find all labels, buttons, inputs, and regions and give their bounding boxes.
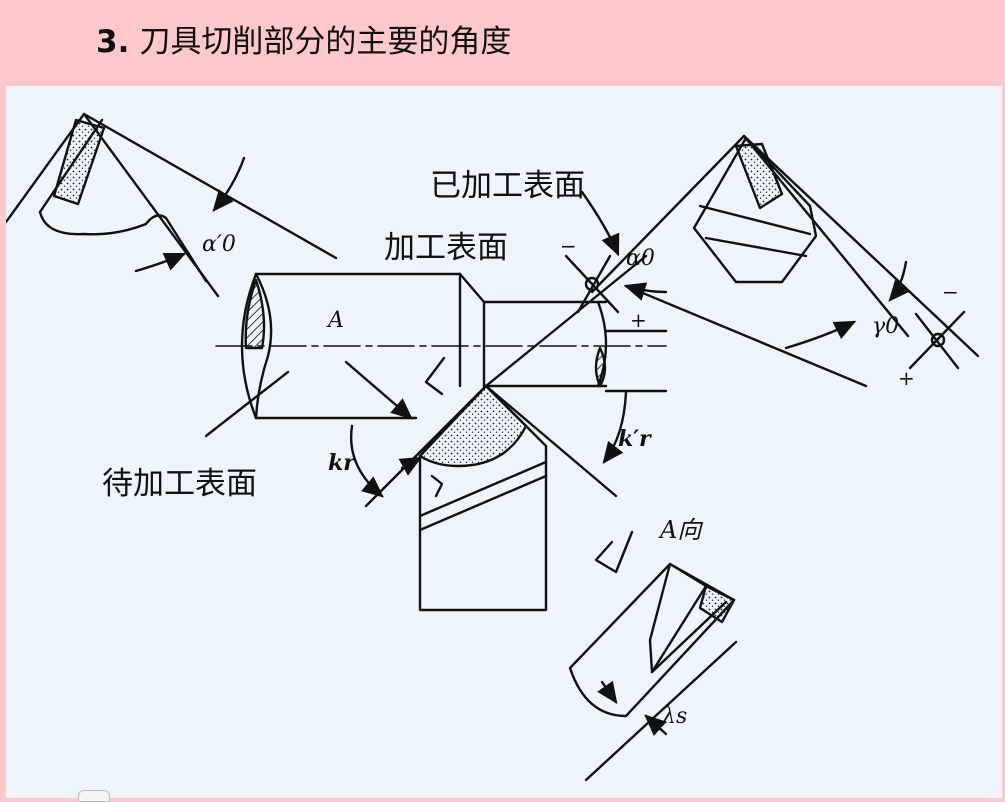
page-indicator-tab — [78, 790, 110, 802]
label-gamma0: γ0 — [872, 314, 900, 339]
tool-angle-diagram: 已加工表面 加工表面 待加工表面 A A向 α′0 α0 γ0 kr k′r λ… — [6, 86, 1002, 798]
cutting-tool — [350, 254, 648, 612]
label-view-a: A向 — [660, 516, 702, 544]
a-view-tool — [568, 530, 738, 782]
section-number: 3. — [96, 24, 130, 60]
section-view-rake — [564, 134, 980, 388]
page-title: 3.刀具切削部分的主要的角度 — [96, 16, 511, 61]
label-alpha0-prime: α′0 — [202, 232, 236, 257]
label-transient-surface: 加工表面 — [384, 230, 508, 266]
label-kr-prime: k′r — [618, 426, 651, 452]
label-machined-surface: 已加工表面 — [430, 168, 585, 204]
diagram-drawing — [6, 112, 980, 782]
label-minus-left: − — [560, 234, 577, 258]
label-plus-left: + — [630, 308, 647, 332]
label-lambda-s: λs — [662, 704, 688, 729]
title-text: 刀具切削部分的主要的角度 — [139, 24, 512, 60]
workpiece — [204, 272, 668, 438]
section-view-flank — [6, 112, 338, 298]
label-plus-right: + — [898, 366, 915, 390]
header-bar: 3.刀具切削部分的主要的角度 — [0, 0, 1005, 84]
label-alpha0: α0 — [626, 246, 655, 271]
label-kr: kr — [328, 450, 355, 476]
label-work-surface: 待加工表面 — [102, 466, 257, 502]
label-section-a: A — [328, 308, 344, 333]
label-minus-right: − — [942, 280, 959, 304]
